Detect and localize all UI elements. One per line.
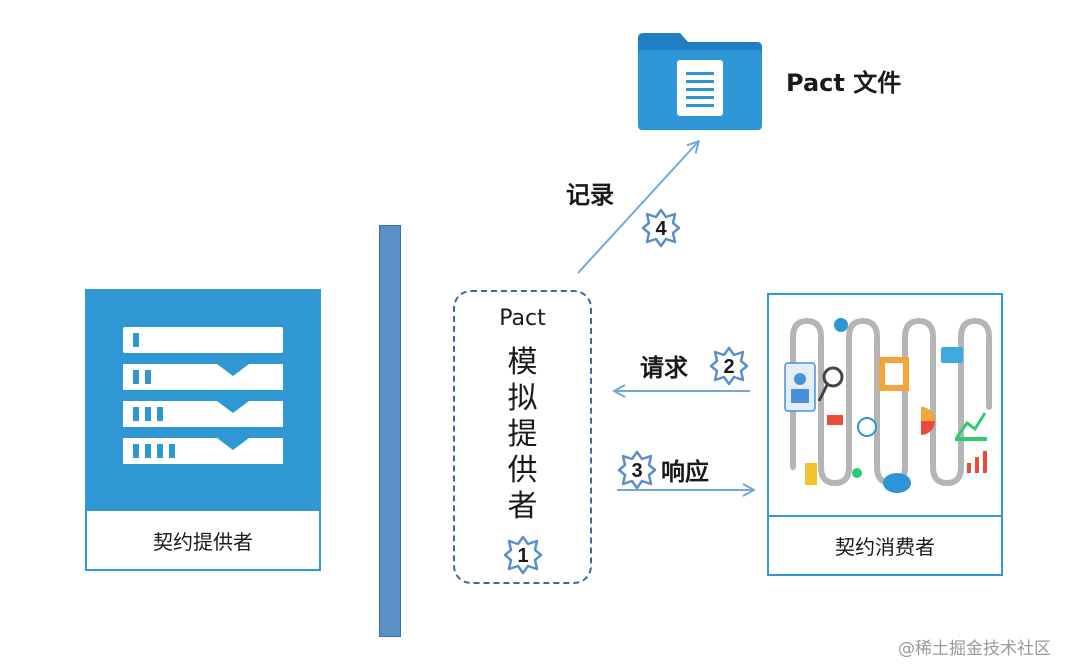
provider-icon-panel [87,291,319,511]
step-badge-3: 3 [617,450,657,490]
step-badge-4: 4 [641,208,681,248]
record-arrow [577,142,698,274]
svg-text:1: 1 [517,545,528,567]
svg-text:3: 3 [631,460,642,482]
provider-label: 契约提供者 [153,529,253,554]
request-label: 请求 [640,354,688,382]
mock-provider-box [453,290,592,584]
mock-char: 拟 [507,381,538,416]
boundary-bar [379,225,401,637]
consumer-label: 契约消费者 [835,535,935,559]
step-badge-1: 1 [503,535,543,575]
consumer-app-illustration [784,317,992,493]
svg-text:2: 2 [723,356,734,378]
response-label: 响应 [661,458,709,486]
folder-document-icon [638,33,762,130]
mock-char: 模 [507,345,538,380]
mock-char: 者 [507,489,538,524]
server-stack-icon [123,327,283,464]
mock-vertical-label: 模 拟 提 供 者 [453,345,592,525]
mock-char: 供 [507,453,538,488]
mock-char: 提 [507,417,538,452]
svg-text:4: 4 [655,218,667,240]
mock-title: Pact [499,306,546,331]
pact-file-label: Pact 文件 [786,69,902,97]
consumer-divider [769,515,1001,517]
step-badge-2: 2 [709,346,749,386]
watermark: @稀土掘金技术社区 [898,639,1051,659]
record-label: 记录 [566,181,614,209]
